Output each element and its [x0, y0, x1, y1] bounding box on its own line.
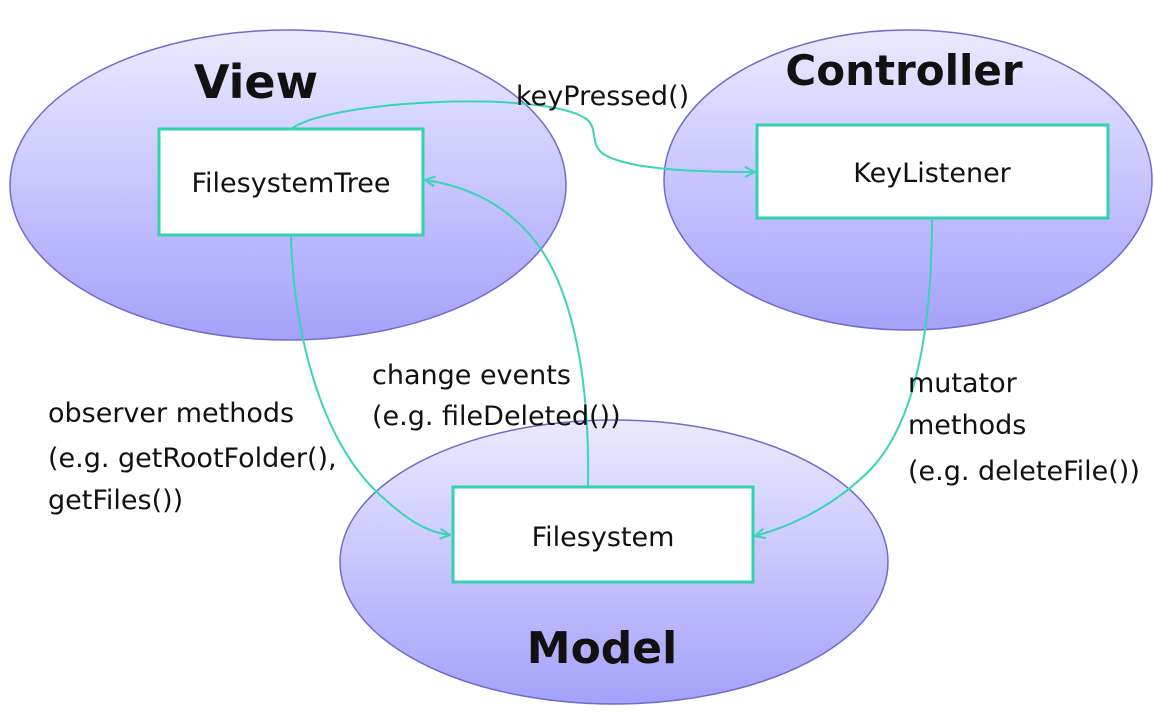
controller-title: Controller — [785, 46, 1023, 95]
mutator-methods-line-2: methods — [908, 410, 1026, 441]
change-events-label: change events (e.g. fileDeleted()) — [372, 360, 621, 432]
view-title: View — [194, 55, 318, 109]
filesystem-tree-label: FilesystemTree — [191, 168, 390, 199]
observer-methods-line-1: observer methods — [48, 398, 294, 429]
model-title: Model — [527, 623, 677, 674]
mutator-methods-arrow — [755, 217, 933, 536]
change-events-line-1: change events — [372, 360, 571, 391]
mutator-methods-line-1: mutator — [908, 368, 1018, 399]
filesystem-box — [451, 485, 755, 584]
key-listener-label: KeyListener — [853, 158, 1011, 189]
observer-methods-label: observer methods (e.g. getRootFolder(), … — [48, 398, 345, 516]
mutator-methods-line-3: (e.g. deleteFile()) — [908, 456, 1140, 487]
key-pressed-label: keyPressed() — [516, 81, 689, 112]
observer-methods-line-3: getFiles()) — [48, 485, 183, 516]
key-pressed-line-1: keyPressed() — [516, 81, 689, 112]
change-events-line-2: (e.g. fileDeleted()) — [372, 401, 621, 432]
observer-methods-arrow — [290, 234, 450, 535]
change-events-arrow — [425, 180, 590, 488]
observer-methods-line-2: (e.g. getRootFolder(), — [48, 443, 337, 474]
filesystem-tree-box — [157, 127, 425, 237]
mutator-methods-label: mutator methods (e.g. deleteFile()) — [908, 368, 1140, 487]
key-pressed-arrow — [290, 100, 755, 172]
filesystem-label: Filesystem — [532, 522, 675, 553]
